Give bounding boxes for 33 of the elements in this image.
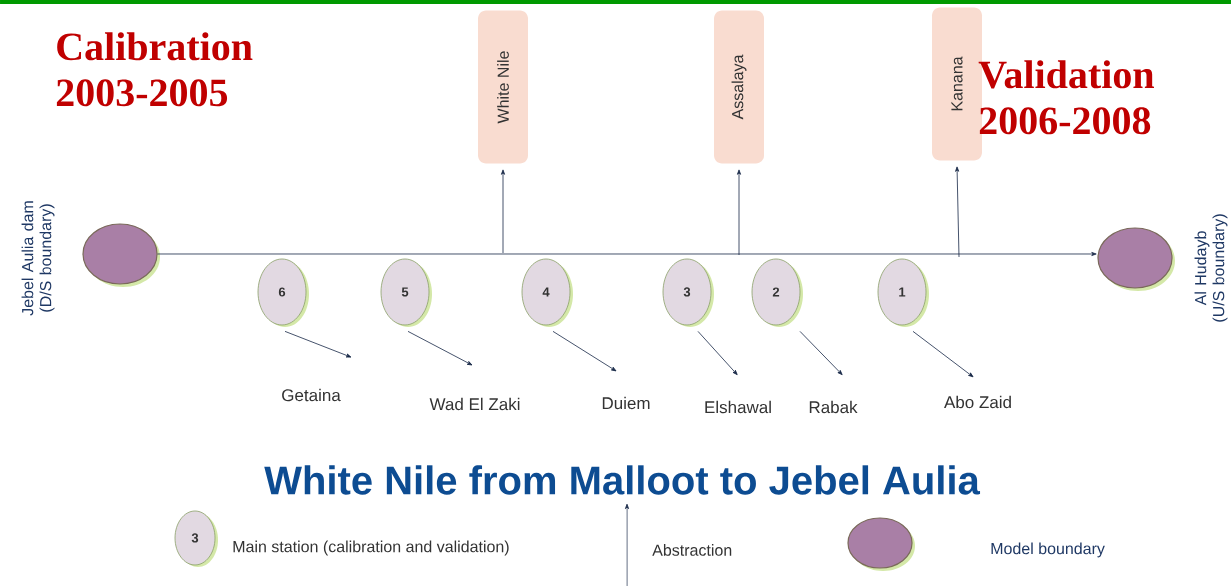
boundary-label: Al Hudayb (U/S boundary) [1194,214,1228,322]
diagram-title: White Nile from Malloot to Jebel Aulia [264,465,981,495]
arrow [284,331,352,358]
legend-text: Abstraction [652,544,732,556]
station-oval: 2 [751,258,803,327]
arrow [552,331,617,372]
station-name: Wad El Zaki [429,397,520,411]
boundary-oval [1097,227,1175,291]
legend-text: Main station (calibration and validation) [233,540,509,556]
station-oval: 3 [662,258,714,327]
station-name: Duiem [602,396,650,410]
legend-text: Model boundary [991,542,1105,558]
arrow [912,331,974,378]
station-name: Rabak [809,400,858,414]
station-oval: 6 [257,258,309,327]
arrow [157,252,1097,256]
boundary-label: Jebel Aulia dam (D/S boundary) [21,201,55,316]
boundary-oval [82,223,160,287]
arrow [737,169,741,256]
arrow [799,331,843,376]
arrow [697,331,738,376]
abstraction-box: White Nile [478,10,528,164]
station-oval: 5 [380,258,432,327]
arrow [501,169,505,254]
station-name: Abo Zaid [944,395,1011,409]
station-oval: 4 [521,258,573,327]
arrow [407,331,473,366]
abstraction-box: Assalaya [714,10,764,164]
station-name: Getaina [282,388,341,402]
station-name: Elshawal [705,400,771,414]
period-heading: Calibration 2003-2005 [56,32,253,107]
station-oval: 1 [877,258,929,327]
arrow [955,166,960,258]
